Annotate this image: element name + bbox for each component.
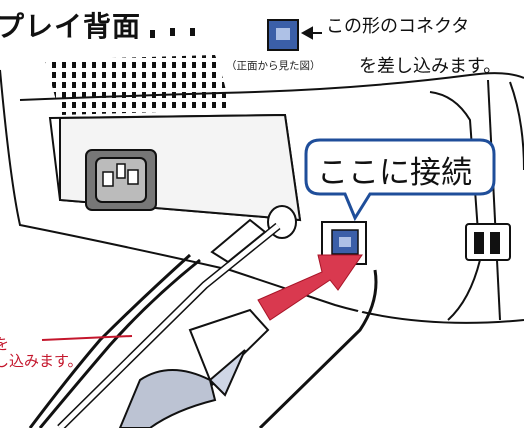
red-arrow [257, 254, 363, 321]
callout-label: ここに接続 [317, 155, 472, 191]
usb-plug [118, 308, 270, 429]
side-vent [465, 223, 511, 261]
connector-note-line1: この形のコネクタ [326, 16, 470, 37]
page-title: プレイ背面 [0, 10, 142, 43]
usb-note-line1: を [0, 335, 10, 353]
usb-b-connector-icon [267, 19, 299, 51]
usb-note-leader-line [41, 335, 133, 341]
left-arrow-icon [300, 26, 322, 40]
usb-cable [28, 253, 378, 430]
connector-note-line2: を差し込みます。 [359, 56, 502, 77]
usb-note-line2: し込みます。 [0, 352, 83, 370]
vent-grille [150, 28, 195, 38]
power-socket [85, 149, 157, 211]
power-cable [57, 205, 297, 431]
callout-box [304, 138, 496, 222]
connector-note-subcaption: （正面から見た図） [226, 60, 321, 72]
vent-dots [45, 55, 230, 115]
